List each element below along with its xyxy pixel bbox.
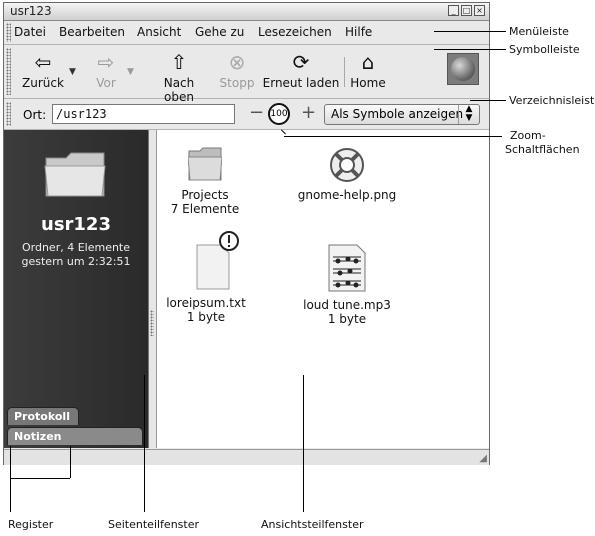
- folder-icon: [188, 147, 222, 181]
- file-info: 1 byte: [327, 312, 367, 326]
- menubar: Datei Bearbeiten Ansicht Gehe zu Lesezei…: [4, 21, 489, 45]
- callout-line: [303, 375, 304, 512]
- file-name: Projects: [181, 188, 229, 202]
- warning-emblem-icon: [219, 231, 239, 251]
- callout-line: [144, 375, 145, 512]
- menubar-grip[interactable]: [6, 23, 11, 42]
- zoom-out-button[interactable]: −: [249, 102, 265, 123]
- arrow-right-icon: ⇨: [97, 50, 115, 74]
- toolbar-grip[interactable]: [6, 48, 11, 95]
- view-mode-select[interactable]: Als Symbole anzeigen ▲▼: [324, 104, 480, 125]
- file-icon-wrap: [176, 230, 239, 294]
- reload-button[interactable]: ⟳ Erneut laden: [261, 51, 341, 90]
- callout-line: [70, 446, 71, 478]
- toolbar: ⇦ Zurück ▼ ⇨ Vor ▼ ⇧ Nach oben ⊗ Stopp ⟳…: [4, 45, 489, 104]
- menu-ansicht[interactable]: Ansicht: [137, 25, 182, 39]
- close-button[interactable]: ×: [474, 5, 485, 16]
- callout-sidepane: Seitenteilfenster: [108, 518, 199, 531]
- zoom-in-button[interactable]: +: [301, 102, 317, 123]
- callout-menubar: Menüleiste: [509, 25, 569, 38]
- file-name: loreipsum.txt: [166, 296, 246, 310]
- callout-line: [284, 136, 502, 137]
- home-icon: ⌂: [361, 50, 375, 74]
- callout-line: [10, 446, 11, 512]
- view-pane[interactable]: Projects 7 Elemente gnome-help.png: [157, 130, 489, 448]
- back-history-chevron-icon[interactable]: ▼: [69, 67, 76, 77]
- minimize-button[interactable]: _: [448, 5, 459, 16]
- file-item[interactable]: loud tune.mp3 1 byte: [297, 244, 397, 326]
- toolbar-separator: [344, 57, 345, 87]
- menu-datei[interactable]: Datei: [14, 25, 47, 39]
- menu-hilfe[interactable]: Hilfe: [345, 25, 373, 39]
- maximize-button[interactable]: □: [461, 5, 472, 16]
- up-button[interactable]: ⇧ Nach oben: [147, 51, 211, 104]
- side-folder-name: usr123: [41, 214, 111, 235]
- throbber-ball-icon: [451, 57, 475, 81]
- select-arrows-icon: ▲▼: [458, 105, 479, 124]
- callout-line: [434, 49, 506, 50]
- resize-grip[interactable]: [150, 310, 154, 336]
- status-bar: ◢: [4, 449, 489, 465]
- callout-toolbar: Symbolleiste: [509, 43, 580, 56]
- location-label: Ort:: [23, 108, 47, 122]
- home-button[interactable]: ⌂ Home: [348, 51, 388, 90]
- forward-history-chevron-icon[interactable]: ▼: [127, 67, 134, 77]
- arrow-left-icon: ⇦: [34, 50, 52, 74]
- stop-icon: ⊗: [228, 50, 246, 74]
- stop-button[interactable]: ⊗ Stopp: [217, 51, 257, 90]
- location-input[interactable]: [52, 104, 235, 124]
- back-label: Zurück: [22, 76, 64, 90]
- side-folder-modified: gestern um 2:32:51: [21, 255, 131, 268]
- throbber: [447, 53, 479, 85]
- up-label: Nach oben: [163, 76, 195, 104]
- callout-line: [470, 100, 506, 101]
- tab-notizen[interactable]: Notizen: [7, 427, 143, 445]
- file-info: 1 byte: [186, 310, 226, 324]
- reload-icon: ⟳: [292, 50, 310, 74]
- forward-button[interactable]: ⇨ Vor: [90, 51, 122, 90]
- window-title: usr123: [10, 4, 52, 18]
- file-item[interactable]: loreipsum.txt 1 byte: [161, 230, 251, 324]
- callout-locationbar: Verzeichnisleiste: [509, 94, 595, 107]
- file-item[interactable]: gnome-help.png: [292, 146, 402, 202]
- music-file-icon: [328, 244, 366, 292]
- file-name: loud tune.mp3: [303, 298, 391, 312]
- back-button[interactable]: ⇦ Zurück: [20, 51, 66, 90]
- file-info: 7 Elemente: [170, 202, 240, 216]
- home-label: Home: [350, 76, 386, 90]
- location-bar: Ort: − 100 + Als Symbole anzeigen ▲▼: [4, 99, 489, 130]
- side-pane: usr123 Ordner, 4 Elemente gestern um 2:3…: [4, 130, 148, 448]
- callout-zoom-1: Zoom-: [510, 129, 546, 142]
- tab-protokoll[interactable]: Protokoll: [7, 407, 79, 425]
- view-mode-value: Als Symbole anzeigen: [331, 107, 464, 121]
- reload-label: Erneut laden: [262, 76, 340, 90]
- resize-corner-icon[interactable]: ◢: [479, 453, 487, 464]
- callout-line: [10, 478, 70, 479]
- file-item[interactable]: Projects 7 Elemente: [165, 146, 245, 216]
- forward-label: Vor: [96, 76, 116, 90]
- menu-lesezeichen[interactable]: Lesezeichen: [258, 25, 332, 39]
- menu-bearbeiten[interactable]: Bearbeiten: [59, 25, 125, 39]
- locationbar-grip[interactable]: [6, 102, 11, 126]
- callout-line: [434, 31, 506, 32]
- title-bar[interactable]: usr123 _ □ ×: [4, 3, 489, 21]
- file-name: gnome-help.png: [297, 188, 397, 202]
- text-file-icon: [196, 244, 230, 290]
- lifebuoy-icon: [330, 148, 364, 182]
- side-folder-info: Ordner, 4 Elemente: [21, 241, 131, 254]
- callout-viewpane: Ansichtsteilfenster: [261, 518, 364, 531]
- callout-zoom-2: Schaltflächen: [505, 143, 580, 156]
- pane-resize-handle[interactable]: [148, 130, 157, 448]
- folder-icon: [44, 152, 106, 197]
- file-manager-window: usr123 _ □ × Datei Bearbeiten Ansicht Ge…: [3, 2, 490, 465]
- menu-gehe-zu[interactable]: Gehe zu: [195, 25, 245, 39]
- arrow-up-icon: ⇧: [170, 50, 188, 74]
- callout-tabs: Register: [8, 518, 54, 531]
- stop-label: Stopp: [219, 76, 255, 90]
- zoom-level-button[interactable]: 100: [268, 103, 290, 125]
